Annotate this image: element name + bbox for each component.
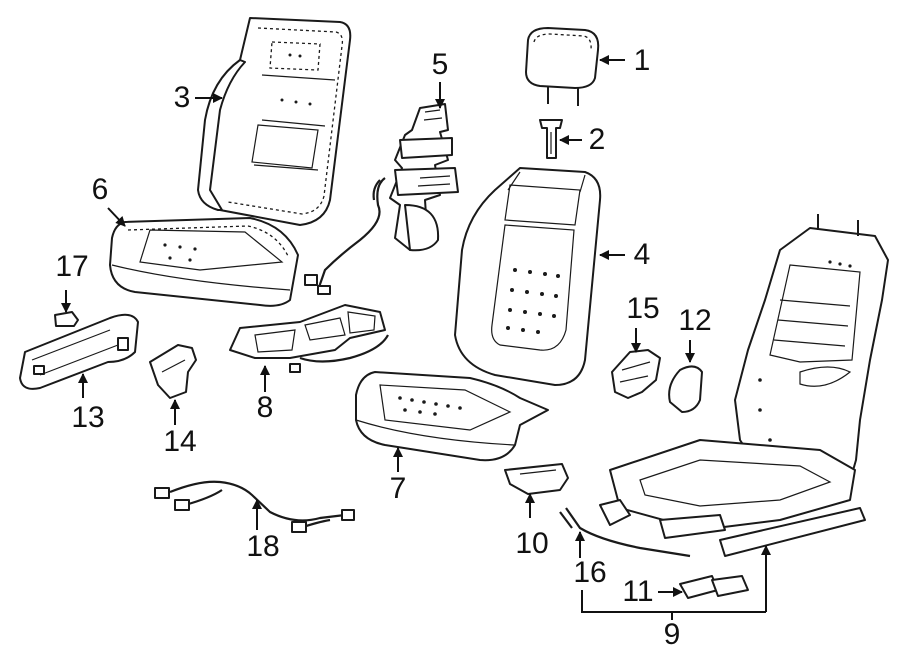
callout-10: 10 bbox=[515, 527, 548, 560]
callout-17: 17 bbox=[55, 250, 88, 283]
headrest bbox=[525, 27, 600, 106]
callout-12: 12 bbox=[678, 304, 711, 337]
leader-6 bbox=[107, 207, 126, 227]
callout-6: 6 bbox=[92, 173, 109, 206]
seat-cushion-cover bbox=[109, 217, 299, 307]
callout-16: 16 bbox=[573, 556, 606, 589]
callout-13: 13 bbox=[71, 401, 104, 434]
callout-11: 11 bbox=[622, 575, 653, 608]
callout-labels: 1 2 3 4 5 6 7 8 9 10 11 12 13 14 15 16 1… bbox=[55, 44, 711, 651]
wire-harness bbox=[154, 480, 355, 533]
callout-7: 7 bbox=[390, 472, 407, 505]
callout-8: 8 bbox=[257, 391, 274, 424]
lumbar-support bbox=[304, 103, 459, 295]
callout-2: 2 bbox=[589, 123, 606, 156]
trim-cap bbox=[668, 365, 703, 413]
callout-3: 3 bbox=[174, 81, 191, 114]
callout-4: 4 bbox=[634, 238, 651, 271]
seat-frame bbox=[599, 214, 889, 557]
leader-9-left bbox=[581, 590, 672, 613]
callout-5: 5 bbox=[432, 48, 449, 81]
callout-14: 14 bbox=[163, 425, 196, 458]
adjuster-handle bbox=[504, 463, 569, 495]
headrest-guide bbox=[539, 119, 563, 159]
side-bracket bbox=[611, 349, 661, 399]
rail-covers bbox=[679, 575, 749, 599]
release-rod bbox=[559, 507, 691, 558]
seat-back-pad bbox=[454, 167, 602, 386]
heater-mat bbox=[229, 304, 389, 373]
callout-15: 15 bbox=[626, 292, 659, 325]
inner-trim bbox=[149, 344, 197, 399]
side-trim-cover bbox=[19, 313, 139, 390]
seat-back-cover bbox=[197, 17, 352, 226]
callout-18: 18 bbox=[246, 530, 279, 563]
callout-9: 9 bbox=[664, 618, 681, 651]
callout-arrows bbox=[61, 55, 771, 620]
cover-clip bbox=[54, 311, 79, 327]
seat-cushion-pad bbox=[355, 371, 549, 462]
callout-1: 1 bbox=[634, 44, 651, 77]
